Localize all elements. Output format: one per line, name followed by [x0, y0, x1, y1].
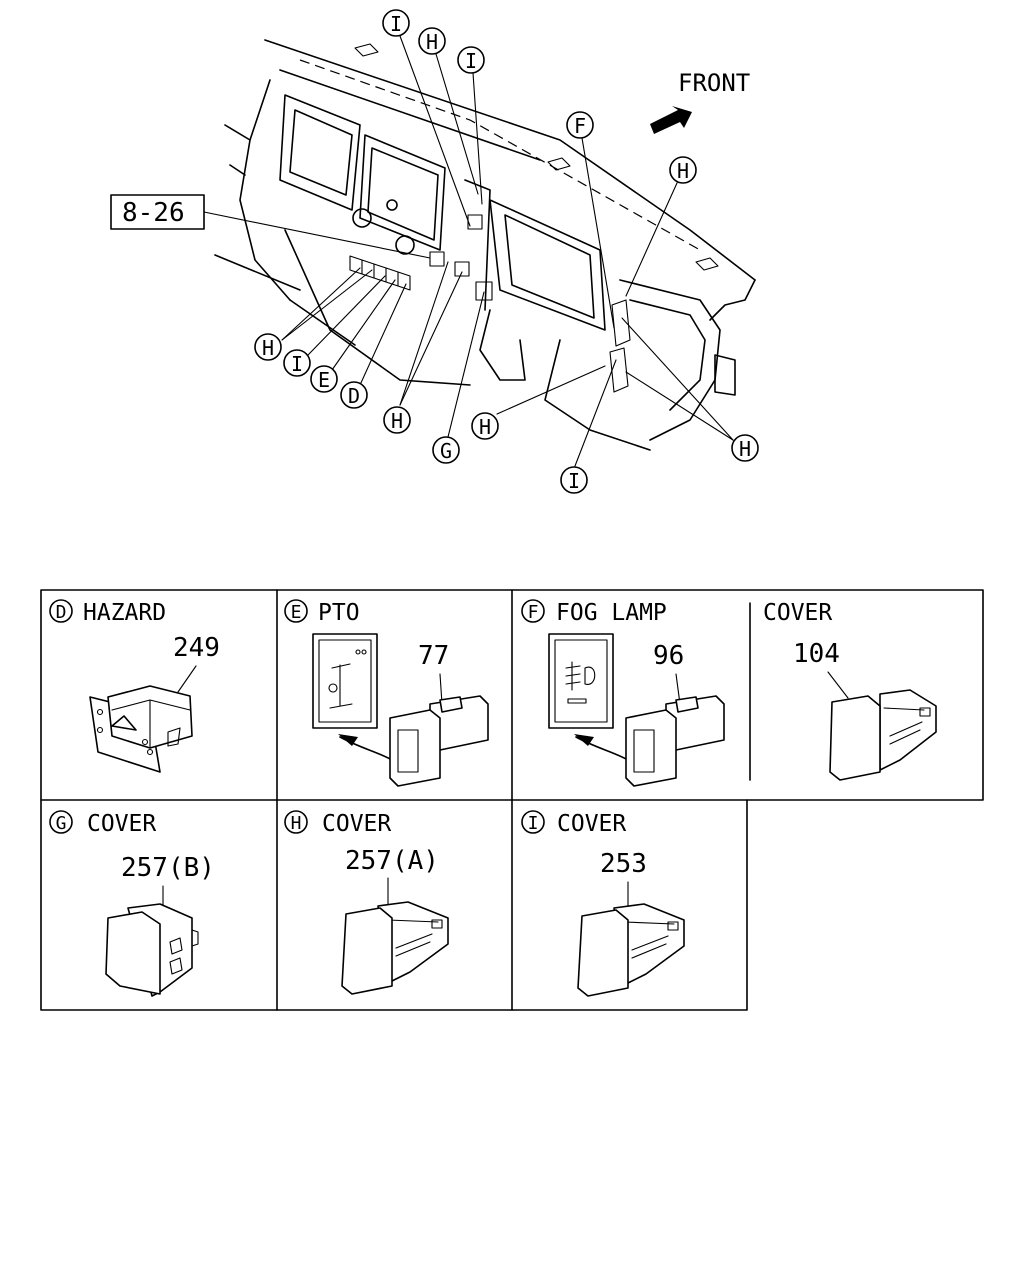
- panel-cover-h-part-number: 257(A): [345, 846, 439, 876]
- reference-box-label: 8-26: [122, 198, 185, 228]
- svg-text:E: E: [318, 368, 330, 392]
- svg-text:H: H: [426, 30, 438, 54]
- callout-top-h: H: [418, 27, 446, 55]
- panel-cover-g: G COVER 257(B): [49, 810, 215, 997]
- fog-lamp-label-plate-icon: [548, 633, 614, 729]
- panel-pto-part-number: 77: [418, 641, 449, 671]
- panel-cover-i-part-number: 253: [600, 849, 647, 879]
- panel-pto-letter: E: [291, 602, 302, 623]
- panel-cover-g-letter: G: [56, 813, 67, 834]
- dashboard-overview: [214, 39, 756, 451]
- cover-104-icon: [829, 689, 937, 781]
- svg-text:I: I: [291, 352, 303, 376]
- panel-fog-lamp: F FOG LAMP 96 COVER 104: [521, 599, 937, 787]
- panel-fog-lamp-letter: F: [528, 602, 539, 623]
- panel-cover-h-title: COVER: [322, 811, 391, 837]
- panel-cover-104-title: COVER: [763, 600, 832, 626]
- panel-cover-i: I COVER 253: [521, 810, 685, 997]
- callout-h-right: H: [731, 434, 759, 462]
- panel-hazard: D HAZARD 249: [49, 599, 220, 773]
- fog-lamp-switch-icon: [625, 695, 725, 787]
- callout-d: D: [340, 381, 368, 409]
- svg-text:I: I: [390, 12, 402, 36]
- reference-box: 8-26: [110, 194, 431, 259]
- hazard-switch-icon: [89, 685, 193, 773]
- callout-top-i1: I: [382, 9, 410, 37]
- callout-g: G: [432, 436, 460, 464]
- svg-text:F: F: [574, 114, 586, 138]
- panel-fog-lamp-part-number: 96: [653, 641, 684, 671]
- front-indicator: FRONT: [650, 69, 750, 134]
- panel-hazard-part-number: 249: [173, 633, 220, 663]
- svg-text:I: I: [465, 49, 477, 73]
- panel-cover-i-letter: I: [528, 813, 539, 834]
- callout-i-bottom: I: [560, 466, 588, 494]
- pto-switch-icon: [389, 695, 489, 787]
- svg-text:H: H: [262, 336, 274, 360]
- callout-i-left: I: [283, 349, 311, 377]
- callout-h-center: H: [383, 406, 411, 434]
- callout-right-h-top: H: [669, 156, 697, 184]
- panel-cover-i-title: COVER: [557, 811, 626, 837]
- cover-257b-icon: [105, 903, 199, 997]
- callout-f: F: [566, 111, 594, 139]
- callout-h-lower: H: [471, 412, 499, 440]
- panel-cover-h: H COVER 257(A): [284, 810, 449, 995]
- panel-hazard-title: HAZARD: [83, 600, 166, 626]
- panel-cover-g-title: COVER: [87, 811, 156, 837]
- callout-top-i2: I: [457, 46, 485, 74]
- panel-cover-g-part-number: 257(B): [121, 853, 215, 883]
- parts-table: D HAZARD 249 E PTO 77: [40, 589, 984, 1011]
- panel-cover-104-part-number: 104: [793, 639, 840, 669]
- pto-label-plate-icon: [312, 633, 378, 729]
- panel-cover-h-letter: H: [291, 813, 302, 834]
- svg-text:D: D: [348, 384, 360, 408]
- panel-hazard-letter: D: [56, 602, 67, 623]
- svg-text:G: G: [440, 439, 452, 463]
- front-label: FRONT: [678, 69, 750, 97]
- front-arrow-icon: [650, 106, 692, 134]
- cover-257a-icon: [341, 901, 449, 995]
- panel-pto: E PTO 77: [284, 599, 489, 787]
- svg-text:H: H: [739, 437, 751, 461]
- svg-text:H: H: [391, 409, 403, 433]
- svg-text:H: H: [479, 415, 491, 439]
- callout-h-left: H: [254, 333, 282, 361]
- panel-pto-title: PTO: [318, 600, 360, 626]
- svg-text:I: I: [568, 469, 580, 493]
- callout-e: E: [310, 365, 338, 393]
- callouts: I H I F H H I E D H G H I H: [254, 9, 759, 494]
- svg-text:H: H: [677, 159, 689, 183]
- panel-fog-lamp-title: FOG LAMP: [556, 600, 667, 626]
- cover-253-icon: [577, 903, 685, 997]
